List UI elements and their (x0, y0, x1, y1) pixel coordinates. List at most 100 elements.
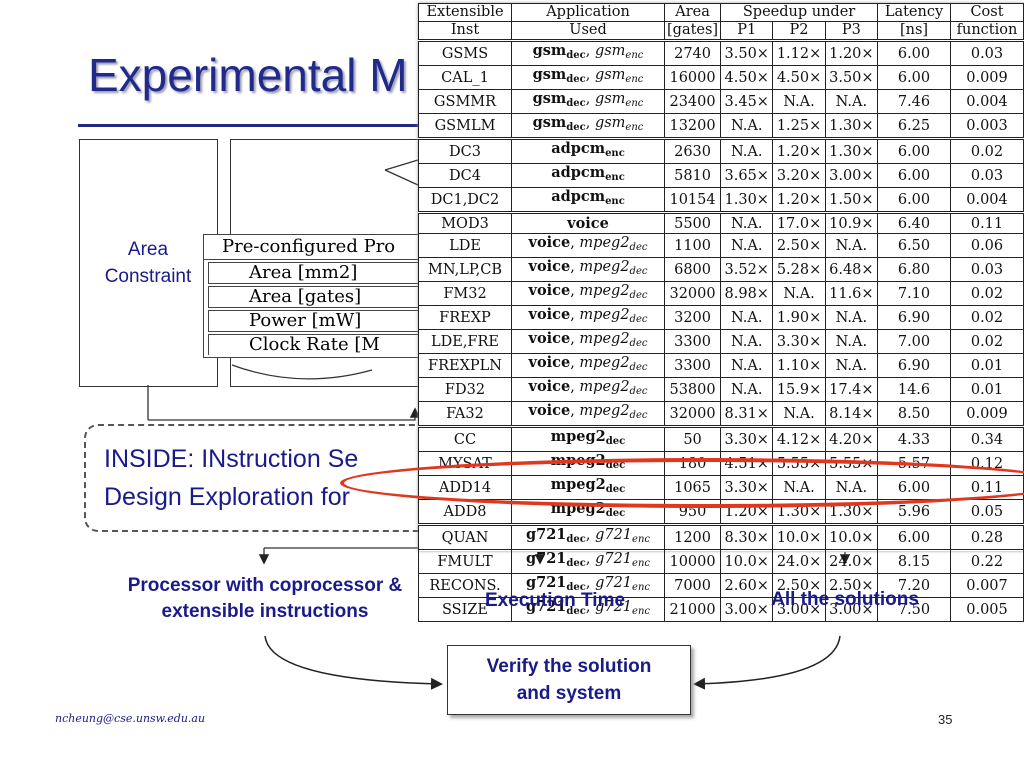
speedup-p3-cell: 11.6× (824, 281, 879, 306)
area-cell: 1200 (663, 523, 722, 550)
area-cell: 50 (663, 425, 722, 452)
app-secondary-sub: enc (632, 606, 650, 617)
speedup-p1-cell: 3.00× (720, 597, 774, 622)
latency-cell: 8.50 (877, 401, 951, 427)
latency-cell: 6.00 (877, 187, 951, 213)
app-secondary: gsm (594, 115, 626, 131)
app-primary: voice (528, 354, 571, 371)
area-cell: 2740 (663, 39, 722, 66)
header-cell: Extensible (418, 3, 512, 22)
app-secondary-sub: dec (629, 386, 648, 397)
preconfigured-header: Pre-configured Pro (204, 235, 444, 260)
app-secondary: g721 (595, 527, 633, 543)
inst-cell: MN,LP,CB (418, 257, 512, 282)
area-cell: 3300 (663, 353, 722, 378)
area-cell: 1100 (663, 233, 722, 258)
inst-cell: LDE (418, 233, 512, 258)
app-secondary-sub: dec (629, 266, 648, 277)
speedup-p1-cell: 3.50× (720, 39, 774, 66)
latency-cell: 6.00 (877, 65, 951, 90)
inst-cell: SSIZE (418, 597, 512, 622)
speedup-p3-cell: 3.50× (824, 65, 879, 90)
header-cell: Area (663, 3, 722, 22)
app-cell: voice, mpeg2dec (511, 377, 665, 402)
speedup-p2-cell: N.A. (772, 89, 826, 114)
app-secondary: g721 (595, 575, 633, 591)
speedup-p2-cell: N.A. (772, 401, 826, 427)
app-secondary-sub: enc (625, 122, 644, 133)
latency-cell: 6.90 (877, 305, 951, 330)
constraint-box (79, 139, 218, 387)
latency-cell: 6.40 (877, 211, 951, 234)
app-primary: g721 (525, 526, 567, 543)
app-secondary: mpeg2 (579, 355, 630, 371)
app-primary-sub: dec (566, 122, 586, 133)
page-number: 35 (938, 712, 953, 727)
app-primary-sub: enc (605, 148, 625, 159)
speedup-p2-cell: 4.50× (772, 65, 826, 90)
app-primary-sub: dec (605, 508, 626, 519)
speedup-p2-cell: 2.50× (772, 573, 826, 598)
inst-cell: GSMMR (418, 89, 512, 114)
header-cell: Speedup under (720, 3, 878, 22)
cost-cell: 0.02 (950, 137, 1024, 164)
latency-cell: 6.00 (877, 137, 951, 164)
inst-cell: DC3 (418, 137, 512, 164)
slide-title: Experimental M (88, 49, 408, 101)
cost-cell: 0.009 (950, 401, 1024, 427)
app-primary-sub: dec (566, 558, 586, 569)
speedup-p3-cell: 1.50× (824, 187, 879, 213)
header-cell: Application (511, 3, 665, 22)
inst-cell: FMULT (418, 549, 512, 574)
speedup-p3-cell: 4.20× (824, 425, 879, 452)
area-constraint-label: Area Constraint (88, 236, 208, 290)
header-cell: [ns] (877, 21, 951, 41)
speedup-p2-cell: 3.00× (772, 597, 826, 622)
app-secondary-sub: dec (629, 290, 648, 301)
latency-cell: 6.50 (877, 233, 951, 258)
speedup-p1-cell: 8.30× (720, 523, 774, 550)
inst-cell: FA32 (418, 401, 512, 427)
app-primary: adpcm (551, 140, 606, 157)
app-cell: voice, mpeg2dec (511, 329, 665, 354)
speedup-p2-cell: 1.90× (772, 305, 826, 330)
speedup-p1-cell: N.A. (720, 305, 774, 330)
speedup-p2-cell: 3.30× (772, 329, 826, 354)
app-primary: voice (567, 214, 609, 232)
speedup-p2-cell: 24.0× (772, 549, 826, 574)
area-label-line2: Constraint (104, 266, 192, 287)
speedup-p1-cell: 3.65× (720, 163, 774, 188)
speedup-p2-cell: 4.12× (772, 425, 826, 452)
speedup-p3-cell: N.A. (824, 89, 879, 114)
speedup-p1-cell: N.A. (720, 353, 774, 378)
app-primary: g721 (525, 550, 567, 567)
cost-cell: 0.34 (950, 425, 1024, 452)
header-cell: P1 (720, 21, 774, 41)
inside-tool-label: INSIDE: INstruction Se Design Exploratio… (104, 440, 358, 516)
header-cell: Inst (418, 21, 512, 41)
app-cell: voice, mpeg2dec (511, 353, 665, 378)
app-cell: voice (511, 211, 665, 234)
speedup-p2-cell: 1.20× (772, 137, 826, 164)
app-secondary: mpeg2 (579, 379, 630, 395)
inside-line1: INSIDE: INstruction Se (104, 445, 359, 473)
app-secondary: gsm (594, 67, 626, 83)
speedup-p3-cell: 6.48× (824, 257, 879, 282)
app-primary: voice (528, 258, 571, 275)
speedup-p3-cell: N.A. (824, 305, 879, 330)
app-secondary-sub: enc (632, 582, 650, 593)
speedup-p3-cell: 10.9× (824, 211, 879, 234)
app-primary: gsm (532, 42, 567, 59)
area-cell: 32000 (663, 401, 722, 427)
results-table: Extensible Application Area Speedup unde… (418, 3, 1024, 622)
area-cell: 5500 (663, 211, 722, 234)
area-cell: 23400 (663, 89, 722, 114)
app-secondary-sub: enc (625, 50, 644, 61)
